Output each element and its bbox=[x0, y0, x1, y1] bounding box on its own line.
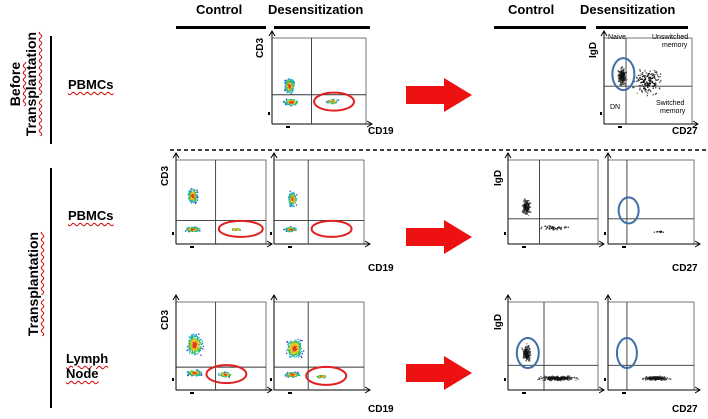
row-label-pbmcs-transplant: PBMCs bbox=[68, 208, 114, 223]
quadrant-label-switched-memory: memory bbox=[660, 108, 686, 115]
axis-label-cd3-row1: CD3 bbox=[255, 37, 266, 58]
quadrant-label-switched: Switched bbox=[656, 100, 685, 107]
header-bar-right-desensitization bbox=[596, 26, 688, 29]
plot-ln-desens-igd-cd27 bbox=[604, 294, 701, 394]
plot-ln-control-cd3-cd19 bbox=[172, 294, 273, 394]
quadrant-label-unswitched-memory: memory bbox=[662, 42, 688, 49]
header-bar-right-control bbox=[494, 26, 586, 29]
plot-before-desens-igd-cd27 bbox=[600, 30, 699, 128]
axis-label-igd-row2: IgD bbox=[493, 169, 504, 186]
row-label-lymph-node: Lymph Node bbox=[66, 351, 109, 381]
plot-before-desens-cd3-cd19 bbox=[268, 30, 373, 128]
plot-tx-pbmc-desens-cd3-cd19 bbox=[270, 152, 371, 248]
axis-label-cd27-row2: CD27 bbox=[672, 263, 698, 274]
row-label-pbmcs-before: PBMCs bbox=[68, 77, 114, 92]
axis-label-cd19-row3: CD19 bbox=[368, 404, 394, 415]
axis-label-igd-row1: IgD bbox=[588, 41, 599, 58]
axis-label-cd3-row3: CD3 bbox=[160, 309, 171, 330]
plot-ln-desens-cd3-cd19 bbox=[270, 294, 371, 394]
plot-ln-control-igd-cd27 bbox=[504, 294, 605, 394]
arrow-row-2 bbox=[406, 220, 472, 254]
header-right-desensitization: Desensitization bbox=[580, 2, 676, 17]
axis-label-igd-row3: IgD bbox=[493, 313, 504, 330]
header-bar-left-desensitization bbox=[274, 26, 370, 29]
axis-label-cd19-row1: CD19 bbox=[368, 126, 394, 137]
axis-label-cd19-row2: CD19 bbox=[368, 263, 394, 274]
arrow-row-3 bbox=[406, 356, 472, 390]
header-left-desensitization: Desensitization bbox=[268, 2, 364, 17]
axis-label-cd27-row1: CD27 bbox=[672, 126, 698, 137]
plot-tx-pbmc-desens-igd-cd27 bbox=[604, 152, 701, 248]
plot-tx-pbmc-control-igd-cd27 bbox=[504, 152, 605, 248]
header-right-control: Control bbox=[508, 2, 555, 17]
side-bar-before bbox=[50, 36, 52, 144]
quadrant-label-naive: Naive bbox=[608, 34, 626, 41]
quadrant-label-dn: DN bbox=[610, 104, 621, 111]
header-left-control: Control bbox=[196, 2, 243, 17]
plot-tx-pbmc-control-cd3-cd19 bbox=[172, 152, 273, 248]
header-bar-left-control bbox=[176, 26, 266, 29]
side-bar-transplantation bbox=[50, 168, 52, 408]
axis-label-cd3-row2: CD3 bbox=[160, 165, 171, 186]
arrow-row-1 bbox=[406, 78, 472, 112]
quadrant-label-unswitched: Unswitched bbox=[652, 34, 689, 41]
axis-label-cd27-row3: CD27 bbox=[672, 404, 698, 415]
